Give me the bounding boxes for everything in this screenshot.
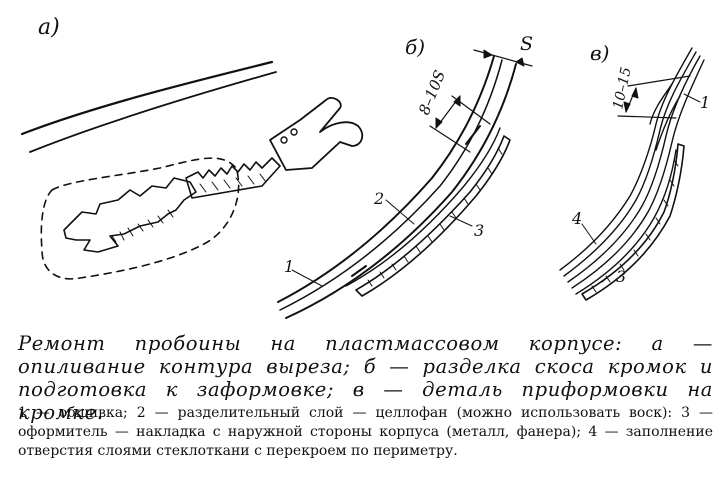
- dim-thickness-arrow-1: [483, 49, 493, 59]
- leader-v-4: [581, 223, 597, 245]
- figure-legend: 1 — обшивка; 2 — разделительный слой — ц…: [18, 405, 713, 459]
- panel-a-label: а): [38, 15, 60, 40]
- former-plate: [355, 135, 511, 297]
- repair-area-outline: [40, 157, 240, 280]
- former-plate-hatch: [367, 147, 503, 287]
- bevel-edge: [465, 125, 481, 145]
- leader-b-3: [449, 215, 473, 227]
- dim-thickness-arrow-2: [515, 57, 525, 67]
- handle-rivet-2: [280, 136, 288, 144]
- dim-overlap-label: 10–15: [610, 66, 635, 111]
- leader-v-3: [601, 271, 615, 283]
- file-handle: [269, 96, 364, 171]
- file-teeth-hatch: [199, 173, 267, 193]
- laminate-line-3: [567, 55, 701, 283]
- handle-rivet-1: [290, 128, 298, 136]
- dim-bevel-arrow-2: [453, 95, 461, 107]
- part-label-b-3: 3: [474, 221, 484, 240]
- hull-outer-line: [20, 60, 274, 136]
- panel-b-label: б): [405, 35, 425, 59]
- file-blade: [185, 157, 281, 199]
- part-label-v-3: 3: [616, 267, 626, 286]
- overlap-bulge: [649, 83, 681, 151]
- panel-a: а): [20, 15, 364, 280]
- hull-skin-line-2: [279, 59, 503, 311]
- laminate-line-4: [571, 59, 705, 289]
- hull-skin-line-1: [277, 55, 495, 303]
- leader-v-1: [683, 93, 701, 103]
- part-label-v-4: 4: [571, 209, 582, 228]
- part-label-b-1: 1: [284, 257, 294, 276]
- hull-inner-line: [29, 71, 277, 153]
- panel-v-label: в): [590, 41, 609, 65]
- dim-overlap-arrow-1: [623, 101, 631, 113]
- former-plate-v: [581, 143, 685, 301]
- laminate-line-5: [575, 149, 677, 295]
- hole-contour: [63, 177, 197, 253]
- dim-overlap-ext-2: [627, 75, 691, 87]
- bevel-edge-lower: [351, 265, 367, 277]
- laminate-line-2: [563, 51, 697, 277]
- leader-b-1: [291, 269, 323, 287]
- dim-thickness-label: S: [520, 33, 533, 55]
- dim-bevel-label: 8–10S: [415, 68, 449, 118]
- dim-bevel-arrow-1: [435, 117, 443, 129]
- former-plate-v-hatch: [591, 159, 679, 293]
- figure-caption: Ремонт пробоины на пластмассовом корпусе…: [18, 332, 713, 424]
- part-label-v-1: 1: [700, 93, 710, 112]
- separator-layer: [345, 127, 501, 287]
- hull-skin-line-3: [285, 63, 517, 319]
- dim-bevel-ext-1: [429, 125, 471, 153]
- part-label-b-2: 2: [373, 189, 384, 208]
- dim-overlap-ext-1: [617, 115, 677, 119]
- filed-edge-marks: [111, 209, 174, 243]
- panel-b: б) 8–10S S 1 2 3: [277, 33, 533, 319]
- panel-v: в) 10–15 1 4 3: [559, 41, 710, 301]
- dim-overlap-arrow-2: [631, 87, 639, 99]
- repair-diagram: а) б): [20, 15, 710, 319]
- leader-b-2: [385, 199, 415, 225]
